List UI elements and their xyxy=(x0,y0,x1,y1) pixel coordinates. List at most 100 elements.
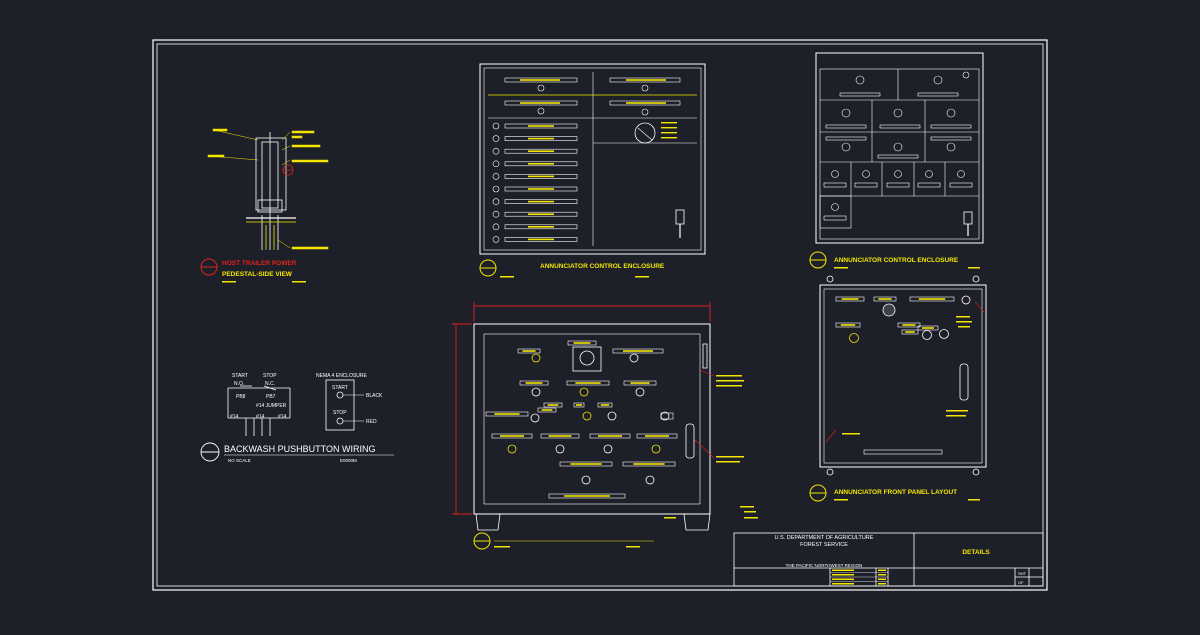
nameplate xyxy=(930,124,972,129)
panel-device xyxy=(530,413,540,423)
nameplate xyxy=(839,92,881,97)
indicator-lamp xyxy=(831,170,839,178)
nema-enclosure: NEMA 4 ENCLOSURE START STOP BLACK RED xyxy=(316,373,383,431)
selector-pointer xyxy=(637,127,653,141)
indicator-lamp xyxy=(492,173,500,180)
wiring-scale-text: NO SCALE xyxy=(228,458,251,463)
panel-device xyxy=(507,444,517,454)
panel-device xyxy=(660,412,674,420)
nameplate xyxy=(504,174,578,179)
of-label: OF xyxy=(1018,580,1024,585)
enclosure-b-frame xyxy=(815,52,984,244)
wiring-diagram xyxy=(227,385,291,436)
indicator-lamp xyxy=(492,135,500,142)
indicator-lamp xyxy=(862,170,870,178)
indicator-lamp xyxy=(933,75,943,85)
wiring-labels: START STOP N.O. N.C. PB8 PB7 #14 JUMPER … xyxy=(230,373,287,420)
nameplate-label xyxy=(600,404,610,406)
panel-device xyxy=(939,329,949,339)
selector-switch xyxy=(893,142,903,152)
pedestal-side-view xyxy=(246,132,296,250)
panel-device xyxy=(582,411,592,421)
nameplate-label xyxy=(570,463,602,465)
nameplate xyxy=(622,461,676,467)
nameplate-label xyxy=(500,435,524,437)
title-block-text: U.S. DEPARTMENT OF AGRICULTURE FOREST SE… xyxy=(775,535,1027,585)
nameplate xyxy=(504,211,578,217)
panel-device xyxy=(635,387,645,397)
wiring-nc-label: N.C. xyxy=(265,381,275,387)
center-panel-frame xyxy=(473,323,711,531)
nameplate xyxy=(917,325,939,331)
nameplate-label xyxy=(520,79,560,81)
panel-device xyxy=(531,353,541,363)
panel-device xyxy=(629,353,639,363)
indicator-lamp xyxy=(492,223,500,231)
selector-switch xyxy=(946,142,956,152)
nameplate-label xyxy=(528,238,554,241)
nameplate-label xyxy=(528,200,554,203)
wiring-jumper-label: #14 JUMPER xyxy=(256,403,287,409)
panel-device xyxy=(531,387,541,397)
enclosure-a-rows xyxy=(492,79,677,243)
nameplate xyxy=(485,411,529,417)
pedestal-title-line2: PEDESTAL-SIDE VIEW xyxy=(222,271,293,278)
nameplate xyxy=(504,136,578,141)
wiring-wire-c: #14 xyxy=(278,414,287,420)
nameplate xyxy=(835,322,861,328)
wiring-drawing-number: E0000M xyxy=(340,458,357,463)
nameplate-label xyxy=(547,404,559,406)
nameplate-label xyxy=(528,188,554,190)
nameplate-label xyxy=(626,102,666,104)
nameplate xyxy=(548,493,626,499)
agency-line2: FOREST SERVICE xyxy=(800,542,848,548)
nameplate xyxy=(537,407,557,413)
nameplate xyxy=(949,182,973,188)
nameplate-label xyxy=(528,163,554,165)
sheet-title: DETAILS xyxy=(962,549,990,556)
sheet-border-inner xyxy=(156,43,1044,587)
nameplate xyxy=(504,237,578,242)
front-panel-title: ANNUNCIATOR FRONT PANEL LAYOUT xyxy=(809,484,980,502)
nameplate-label xyxy=(528,226,554,228)
wiring-title-text: BACKWASH PUSHBUTTON WIRING xyxy=(224,444,376,454)
wiring-no-label: N.O. xyxy=(234,381,244,387)
nameplate xyxy=(825,136,867,141)
indicator-lamp xyxy=(946,108,956,118)
enclosure-start-label: START xyxy=(332,385,348,391)
nameplate-label xyxy=(528,137,554,140)
nameplate xyxy=(930,136,972,141)
nameplate-label xyxy=(564,495,610,497)
nameplate xyxy=(823,182,847,188)
nameplate xyxy=(543,402,563,408)
nameplate xyxy=(567,340,597,346)
wiring-stop-label: STOP xyxy=(263,373,277,379)
panel-device xyxy=(581,475,591,485)
nameplate xyxy=(854,182,878,188)
red-wire-label: RED xyxy=(366,419,377,425)
wiring-pb8-label: PB8 xyxy=(236,394,246,400)
device-note xyxy=(661,137,677,139)
nameplate-label xyxy=(528,125,554,127)
front-panel-title-text: ANNUNCIATOR FRONT PANEL LAYOUT xyxy=(834,489,957,496)
nameplate-label xyxy=(528,175,554,178)
indicator-lamp xyxy=(492,147,500,155)
nameplate xyxy=(917,92,959,97)
nameplate-label xyxy=(623,350,653,352)
nameplate-label xyxy=(575,382,601,384)
nameplate xyxy=(623,380,657,386)
nameplate-label xyxy=(626,79,666,81)
nameplate xyxy=(877,154,919,159)
nameplate xyxy=(504,148,578,154)
wiring-start-label: START xyxy=(232,373,248,379)
panel-device xyxy=(922,330,932,340)
nameplate xyxy=(517,348,541,354)
front-panel-frame xyxy=(819,275,987,476)
nameplate-label xyxy=(525,382,543,384)
pedestal-callouts xyxy=(207,128,329,250)
nameplate-label xyxy=(841,298,859,300)
indicator-lamp xyxy=(492,122,500,130)
front-panel-callouts xyxy=(825,301,985,443)
nameplate-label xyxy=(905,331,915,333)
nameplate xyxy=(909,296,955,302)
